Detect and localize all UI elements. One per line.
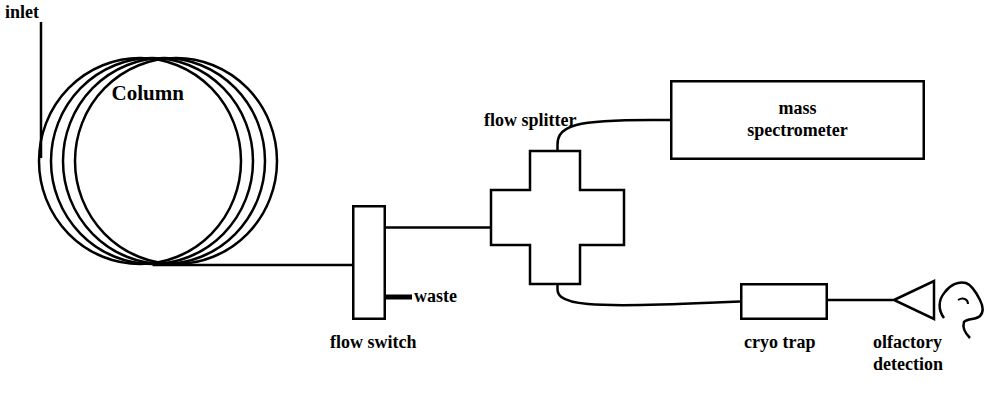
flow-switch-outline — [352, 205, 386, 320]
olfactory-port-outline — [893, 280, 935, 320]
node-label: cryo trap — [744, 332, 815, 354]
tube-connector — [828, 299, 893, 302]
mass-spectrometer-box: mass spectrometer — [670, 80, 925, 160]
cryo-trap-box: cryo trap — [740, 283, 828, 320]
nose-figure — [940, 282, 983, 338]
node-label: flow switch — [330, 332, 417, 354]
flow-splitter: flow splitter — [490, 150, 625, 285]
node-label: flow splitter — [484, 110, 576, 132]
tube-connector — [558, 285, 741, 305]
node-label: olfactory detection — [873, 332, 961, 375]
tube-connector — [386, 226, 490, 229]
waste-label: waste — [414, 286, 457, 307]
inlet-label: inlet — [5, 2, 39, 23]
olfactory-port: olfactory detection — [893, 280, 935, 320]
cryo-trap-box-outline — [740, 283, 828, 320]
node-label: Column — [35, 81, 260, 106]
flow-splitter-outline — [490, 150, 625, 285]
waste-outlet — [386, 295, 412, 300]
column-coil: Column — [35, 55, 280, 267]
flow-switch: flow switch — [352, 205, 386, 320]
node-label: mass spectrometer — [747, 98, 848, 141]
nostril — [958, 299, 968, 304]
